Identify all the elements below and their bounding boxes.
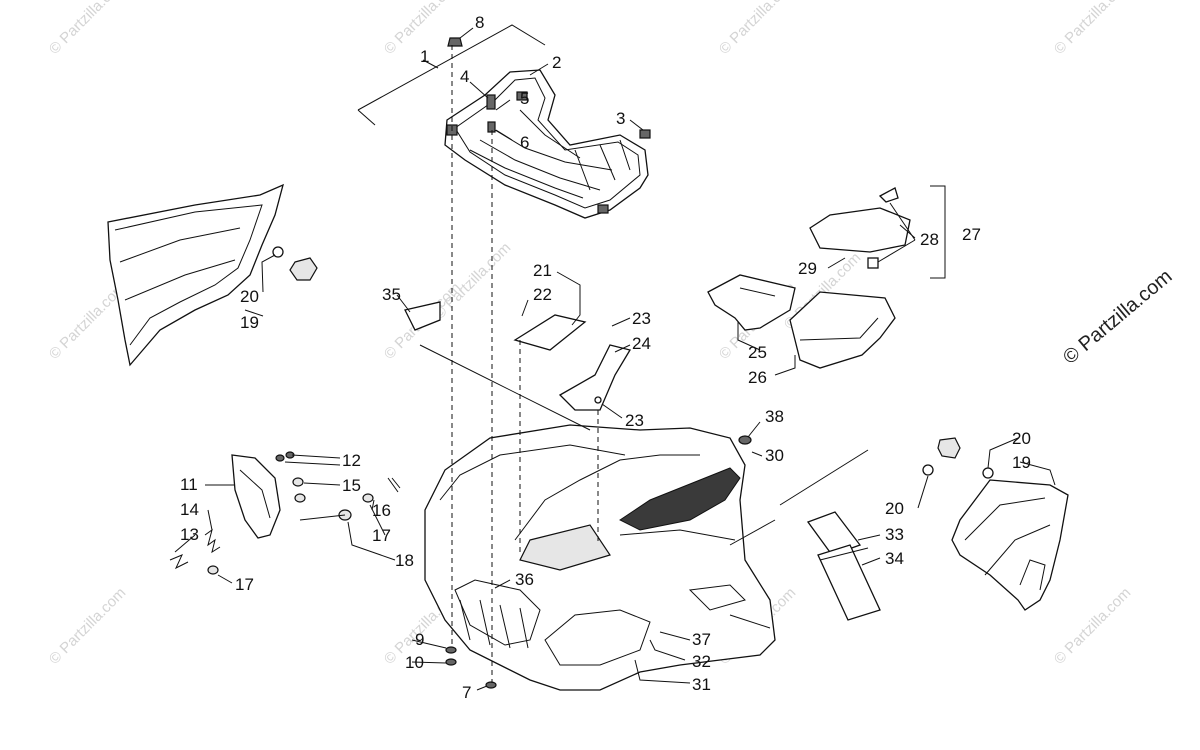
callout-1: 1 xyxy=(420,47,429,66)
side-watermark: © Partzilla.com xyxy=(1059,265,1176,368)
storage-tray xyxy=(707,274,796,331)
callout-15: 15 xyxy=(342,476,361,495)
body-decal-30 xyxy=(619,467,741,531)
callout-6: 6 xyxy=(520,133,529,152)
decal-33 xyxy=(806,511,862,556)
callout-22: 22 xyxy=(533,285,552,304)
callout-38: 38 xyxy=(765,407,784,426)
leader-lines xyxy=(174,27,1056,691)
watermark: © Partzilla.com xyxy=(431,239,514,322)
callout-37: 37 xyxy=(692,630,711,649)
callout-31: 31 xyxy=(692,675,711,694)
callout-30: 30 xyxy=(765,446,784,465)
lower-hardware xyxy=(445,646,497,689)
callout-29: 29 xyxy=(798,259,817,278)
watermark: © Partzilla.com xyxy=(46,584,129,667)
callout-27: 27 xyxy=(962,225,981,244)
callout-34: 34 xyxy=(885,549,904,568)
callout-32: 32 xyxy=(692,652,711,671)
callout-12: 12 xyxy=(342,451,361,470)
assembly-bracket-27 xyxy=(930,185,946,279)
callout-20b: 20 xyxy=(1012,429,1031,448)
callout-3: 3 xyxy=(616,109,625,128)
storage-bin xyxy=(789,291,896,369)
watermark: © Partzilla.com xyxy=(716,0,799,58)
callout-19a: 19 xyxy=(240,313,259,332)
callout-13: 13 xyxy=(180,525,199,544)
callout-20c: 20 xyxy=(885,499,904,518)
callout-17b: 17 xyxy=(235,575,254,594)
bracket-24 xyxy=(558,344,632,411)
callout-35: 35 xyxy=(382,285,401,304)
decal-plate-21 xyxy=(513,314,587,351)
callout-14: 14 xyxy=(180,500,199,519)
watermark: © Partzilla.com xyxy=(46,0,129,58)
bumper-hardware xyxy=(169,451,401,575)
callout-16: 16 xyxy=(372,501,391,520)
callout-36: 36 xyxy=(515,570,534,589)
callout-8: 8 xyxy=(475,13,484,32)
callout-20a: 20 xyxy=(240,287,259,306)
front-rack xyxy=(444,69,651,219)
callout-2: 2 xyxy=(552,53,561,72)
watermark: © Partzilla.com xyxy=(1051,0,1134,58)
front-fender-body xyxy=(424,424,776,691)
hardware-38 xyxy=(738,435,752,445)
callouts: 1 2 3 4 5 6 7 8 9 10 11 12 13 14 15 16 1… xyxy=(180,13,1031,702)
callout-28: 28 xyxy=(920,230,939,249)
callout-9: 9 xyxy=(415,630,424,649)
callout-26: 26 xyxy=(748,368,767,387)
callout-5: 5 xyxy=(520,89,529,108)
assembly-axes xyxy=(299,45,869,683)
callout-4: 4 xyxy=(460,67,469,86)
callout-10: 10 xyxy=(405,653,424,672)
decal-35 xyxy=(404,301,441,331)
callout-21: 21 xyxy=(533,261,552,280)
rack-small-hardware xyxy=(447,37,496,133)
callout-18: 18 xyxy=(395,551,414,570)
callout-24: 24 xyxy=(632,334,651,353)
right-side-panel xyxy=(922,437,1069,611)
front-bumper-guard xyxy=(231,454,281,539)
callout-23a: 23 xyxy=(632,309,651,328)
callout-17a: 17 xyxy=(372,526,391,545)
callout-7: 7 xyxy=(462,683,471,702)
callout-23b: 23 xyxy=(625,411,644,430)
callout-11: 11 xyxy=(180,475,198,494)
assembly-bracket-1 xyxy=(357,24,546,126)
callout-33: 33 xyxy=(885,525,904,544)
callout-25: 25 xyxy=(748,343,767,362)
storage-lid-assembly xyxy=(809,187,911,269)
watermark: © Partzilla.com xyxy=(1051,584,1134,667)
decal-34 xyxy=(817,544,881,621)
left-side-panel xyxy=(107,183,318,367)
callout-19b: 19 xyxy=(1012,453,1031,472)
